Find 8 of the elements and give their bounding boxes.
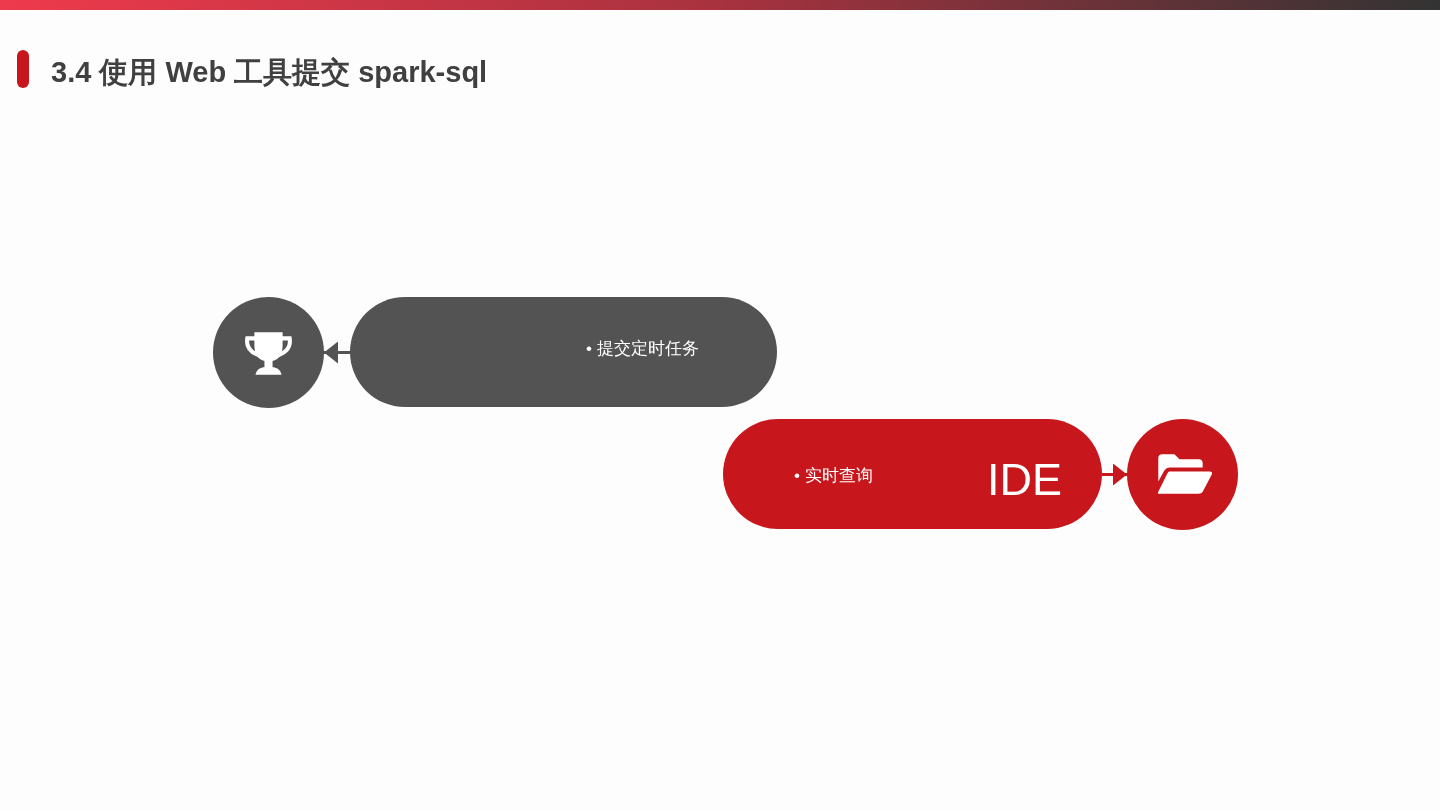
bubble-heading: IDE [987, 455, 1062, 505]
pointer-arrow [324, 341, 350, 364]
bullet-item: • 提交定时任务 [586, 338, 699, 360]
bullet-item: • 实时查询 [794, 465, 873, 487]
pointer-arrow [1102, 463, 1127, 486]
trophy-icon [213, 297, 324, 408]
folder-icon [1127, 419, 1238, 530]
slide-title: 3.4 使用 Web 工具提交 spark-sql [51, 55, 488, 90]
